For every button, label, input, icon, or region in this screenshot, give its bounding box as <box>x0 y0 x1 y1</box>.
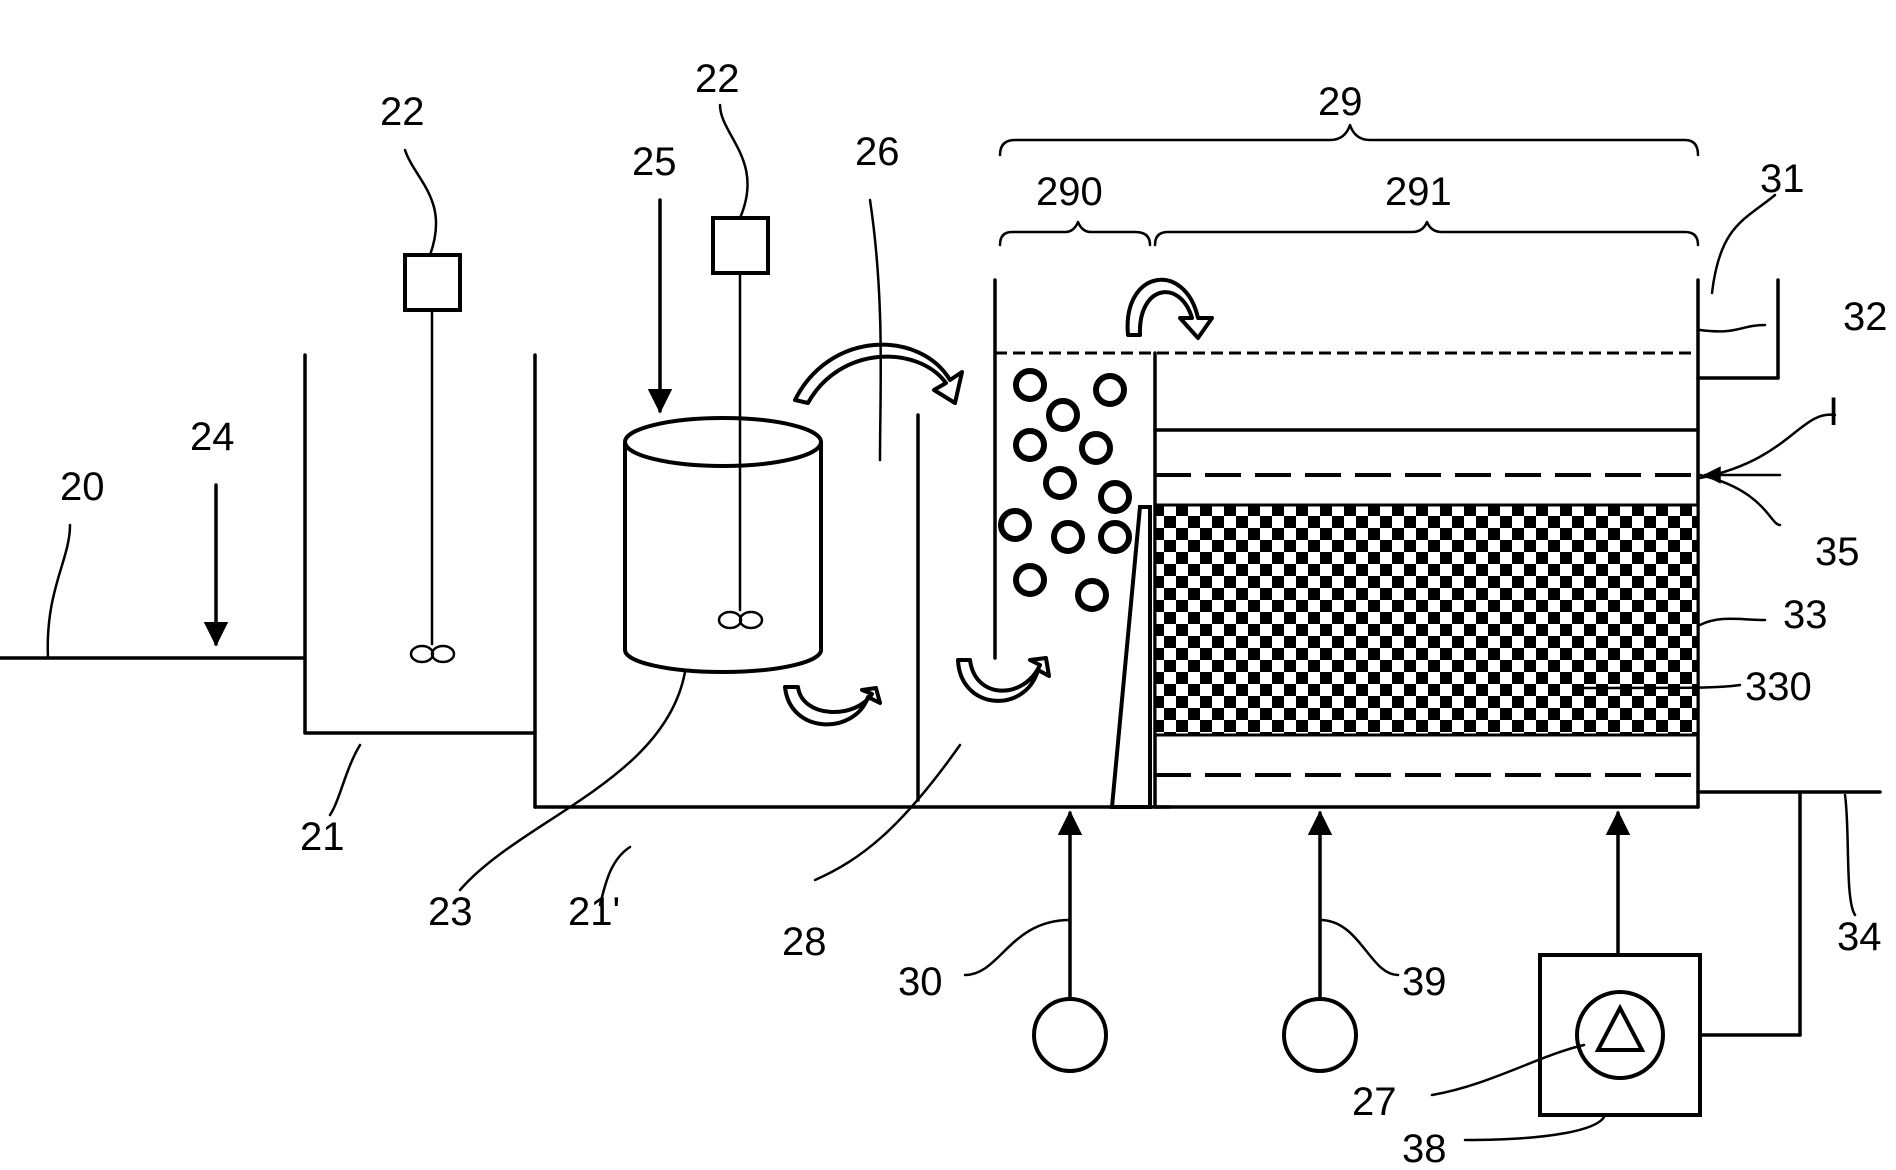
leader-lines <box>46 103 1857 1142</box>
draft-tube-23 <box>623 416 823 674</box>
media-beads-290 <box>998 368 1132 612</box>
flow-arrow-top <box>793 342 964 405</box>
label-33: 33 <box>1783 593 1828 637</box>
blower-30 <box>1032 810 1108 1073</box>
label-31: 31 <box>1760 157 1805 201</box>
mixer-22-right <box>711 216 770 630</box>
bracket-291 <box>1153 220 1700 247</box>
label-28: 28 <box>782 920 827 964</box>
label-291: 291 <box>1385 170 1452 214</box>
label-330: 330 <box>1745 665 1812 709</box>
pump-triangle-icon <box>1594 1003 1646 1052</box>
outlet-pipe-34 <box>1696 790 1882 1037</box>
label-34: 34 <box>1837 915 1882 959</box>
reference-labels: 20 24 21 22 22 25 26 23 21' 28 29 290 29… <box>60 57 1888 1170</box>
flow-arrow-right-top <box>1125 277 1214 340</box>
flow-arrow-bottom-left <box>783 685 882 727</box>
label-32: 32 <box>1843 295 1888 339</box>
bracket-290 <box>998 220 1152 247</box>
label-38: 38 <box>1402 1127 1447 1170</box>
label-27: 27 <box>1352 1080 1397 1124</box>
label-22-right: 22 <box>695 57 740 101</box>
label-21-prime: 21' <box>568 890 620 934</box>
tank-21 <box>303 353 537 809</box>
outlet-31-32 <box>1696 278 1780 380</box>
label-30: 30 <box>898 960 943 1004</box>
label-39: 39 <box>1402 960 1447 1004</box>
impeller-icon <box>409 644 456 664</box>
label-35: 35 <box>1815 530 1860 574</box>
label-20: 20 <box>60 465 105 509</box>
label-25: 25 <box>632 140 677 184</box>
label-24: 24 <box>190 415 235 459</box>
label-26: 26 <box>855 130 900 174</box>
label-23: 23 <box>428 890 473 934</box>
label-290: 290 <box>1036 170 1103 214</box>
flow-arrow-bottom-mid <box>956 656 1051 703</box>
mixer-22-left <box>403 253 462 664</box>
filter-media-bed-33 <box>1153 503 1700 737</box>
label-21: 21 <box>300 815 345 859</box>
impeller-icon <box>717 610 764 630</box>
pump-unit-38 <box>1538 810 1702 1117</box>
tank-21-prime <box>533 413 1172 809</box>
label-I: I <box>1828 390 1839 434</box>
label-22-left: 22 <box>380 90 425 134</box>
bracket-29 <box>998 123 1700 157</box>
blower-39 <box>1282 810 1358 1073</box>
label-29: 29 <box>1318 80 1363 124</box>
